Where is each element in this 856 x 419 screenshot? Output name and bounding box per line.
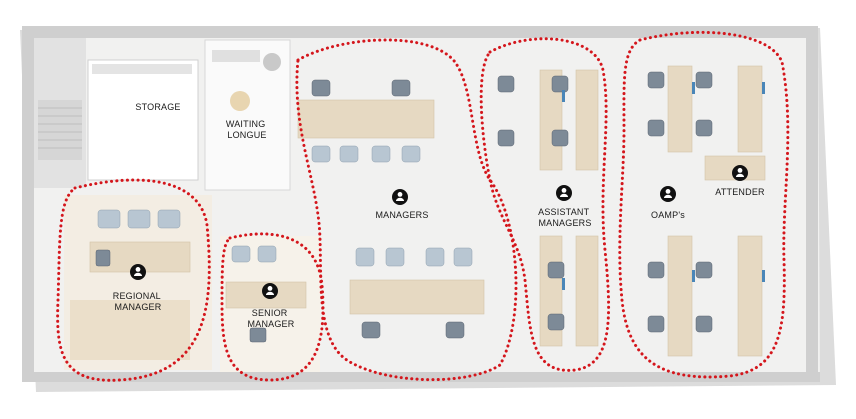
- am-monitor-1: [562, 90, 565, 102]
- outer-wall-bottom: [22, 372, 820, 382]
- person-icon: [262, 283, 278, 299]
- am-desk-2: [575, 69, 599, 171]
- stair: [38, 100, 82, 160]
- plant-pot: [263, 53, 281, 71]
- managers-chair-1: [311, 79, 331, 97]
- oamps-area-furniture: [647, 65, 766, 357]
- am-chair-1: [497, 75, 515, 93]
- managers-area-furniture: [297, 79, 485, 339]
- lounge-table: [230, 91, 250, 111]
- oamp-monitor-2: [762, 82, 765, 94]
- am-chair-2: [497, 129, 515, 147]
- stair-treads: [38, 107, 82, 149]
- managers-chair-5: [371, 145, 391, 163]
- regional-manager-zone-outline: [56, 178, 211, 382]
- am-chair-6: [547, 313, 565, 331]
- regional-manager-chair-1: [97, 209, 121, 229]
- reception-sofa: [212, 50, 260, 62]
- oamp-chair-5: [647, 261, 665, 279]
- oamp-desk-3: [667, 235, 693, 357]
- oamp-monitor-3: [692, 270, 695, 282]
- managers-chair-4: [339, 145, 359, 163]
- am-chair-5: [547, 261, 565, 279]
- senior-manager-desk-chair: [249, 327, 267, 343]
- senior-manager-zone-outline: [220, 232, 325, 382]
- person-icon: [556, 185, 572, 201]
- oamp-chair-7: [695, 261, 713, 279]
- person-icon: [130, 264, 146, 280]
- oamp-desk-4: [737, 235, 763, 357]
- assistant-managers-zone-outline: [479, 37, 611, 372]
- assistant-managers-furniture: [497, 69, 599, 347]
- oamp-chair-6: [647, 315, 665, 333]
- oamp-chair-4: [695, 119, 713, 137]
- managers-chair-11: [361, 321, 381, 339]
- storage-room: [87, 59, 199, 181]
- managers-chair-6: [401, 145, 421, 163]
- managers-chair-12: [445, 321, 465, 339]
- managers-chair-9: [425, 247, 445, 267]
- am-chair-4: [551, 129, 569, 147]
- regional-manager-rug: [70, 300, 190, 360]
- managers-desk-bottom: [349, 279, 485, 315]
- attender-label: ATTENDER: [715, 187, 765, 197]
- managers-chair-3: [311, 145, 331, 163]
- oamp-chair-3: [695, 71, 713, 89]
- regional-manager-desk-chair: [95, 249, 111, 267]
- managers-chair-10: [453, 247, 473, 267]
- oamp-chair-1: [647, 71, 665, 89]
- oamp-chair-8: [695, 315, 713, 333]
- person-icon: [732, 165, 748, 181]
- outer-wall-right: [806, 26, 818, 376]
- oamps-label: OAMP's: [651, 210, 685, 220]
- managers-chair-8: [385, 247, 405, 267]
- oamp-desk-2: [737, 65, 763, 153]
- managers-zone-outline: [295, 38, 518, 382]
- senior-manager-chair-2: [257, 245, 277, 263]
- managers-chair-7: [355, 247, 375, 267]
- outer-wall-left: [22, 26, 34, 382]
- oamp-monitor-1: [692, 82, 695, 94]
- person-icon: [392, 189, 408, 205]
- storage-shelf: [92, 64, 192, 74]
- oamp-desk-1: [667, 65, 693, 153]
- managers-chair-2: [391, 79, 411, 97]
- managers-label: MANAGERS: [375, 210, 428, 220]
- regional-manager-chair-2: [127, 209, 151, 229]
- oamp-monitor-4: [762, 270, 765, 282]
- outer-wall-top: [22, 26, 818, 38]
- regional-manager-label: REGIONAL MANAGER: [113, 291, 163, 312]
- storage-label: STORAGE: [135, 102, 180, 112]
- assistant-managers-label: ASSISTANT MANAGERS: [538, 207, 592, 228]
- oamp-chair-2: [647, 119, 665, 137]
- am-chair-3: [551, 75, 569, 93]
- am-desk-4: [575, 235, 599, 347]
- am-monitor-2: [562, 278, 565, 290]
- senior-manager-chair-1: [231, 245, 251, 263]
- oamps-attender-zone-outline: [618, 30, 790, 379]
- senior-manager-label: SENIOR MANAGER: [248, 308, 295, 329]
- managers-desk-top: [297, 99, 435, 139]
- regional-manager-chair-3: [157, 209, 181, 229]
- person-icon: [660, 186, 676, 202]
- waiting-lounge-label: WAITING LONGUE: [226, 119, 268, 140]
